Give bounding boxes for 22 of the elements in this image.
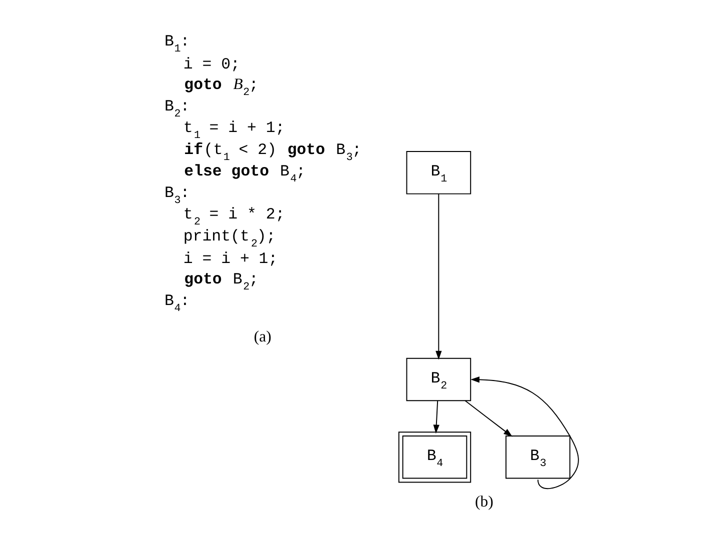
label: i = i + 1; — [183, 250, 278, 268]
label: (a) — [254, 328, 272, 346]
label: (b) — [475, 494, 494, 511]
label: B$_{2}$: — [164, 98, 190, 121]
label: if(t$_{1}$ < 2) goto B$_{3}$; — [184, 140, 362, 164]
label: B$_{4}$: — [164, 292, 190, 316]
node-box: B$_{2}$ — [406, 358, 472, 402]
label: B$_{3}$: — [164, 184, 190, 208]
node-box: B$_{3}$ — [505, 436, 570, 479]
label: i = 0; — [183, 55, 240, 74]
label: B$_{1}$: — [164, 32, 190, 56]
label: goto B$_{2}$; — [184, 76, 258, 99]
label: t$_{1}$ = i + 1; — [183, 119, 285, 142]
arrow — [436, 194, 442, 360]
arrow — [433, 400, 440, 434]
label: else goto B$_{4}$; — [184, 162, 306, 186]
arrow — [464, 400, 512, 437]
label: t$_{2}$ = i * 2; — [183, 206, 285, 229]
node-box: B$_{1}$ — [406, 151, 472, 194]
node-box: B$_{4}$ — [398, 432, 472, 483]
label: print(t$_{2}$); — [183, 227, 276, 250]
label: goto B$_{2}$; — [184, 270, 258, 294]
